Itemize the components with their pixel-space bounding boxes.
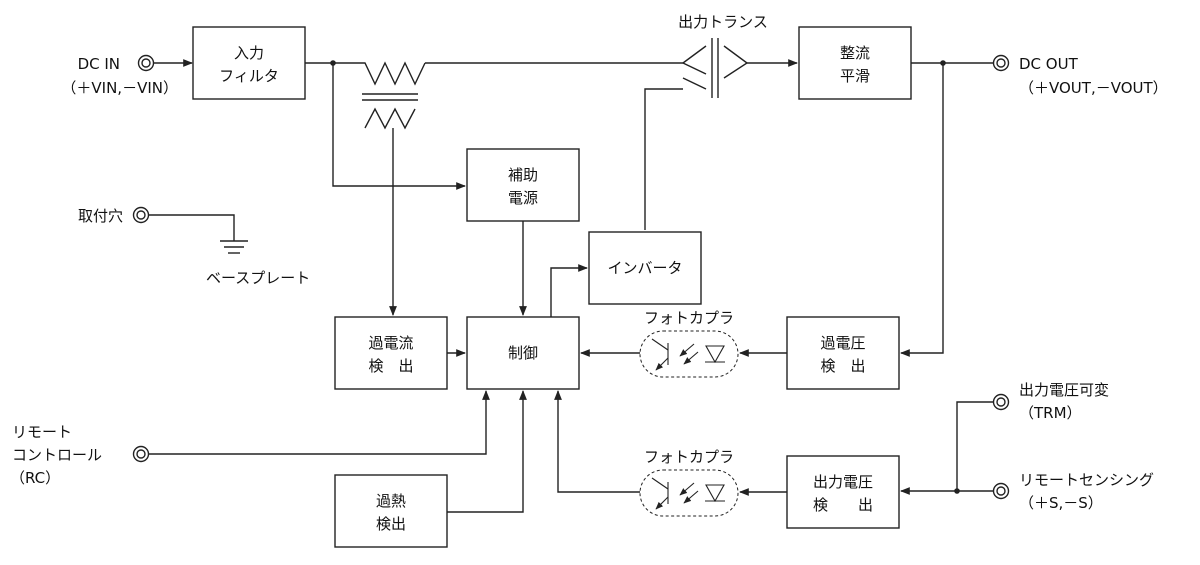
photocoupler-top-label: フォトカプラ [644,309,734,327]
wire-control-inverter [550,264,588,317]
output-voltage-detect-label-1: 出力電圧 [813,473,873,491]
remote-control-label-1: リモート [12,423,72,441]
trim-terminal [992,393,1010,411]
overcurrent-label-2: 検 出 [368,357,413,375]
input-filter-label-1: 入力 [234,44,264,62]
input-filter-block: 入力 フィルタ [192,26,306,100]
wire-trim [956,401,993,491]
wire-node-aux [332,63,466,190]
control-label: 制御 [508,344,538,362]
photocoupler-bottom-label: フォトカプラ [644,448,734,466]
mount-hole-label: 取付穴 [78,207,123,225]
remote-sense-terminal [992,482,1010,500]
output-transformer [425,38,749,98]
dc-in-label: DC IN [78,55,120,73]
overheat-label-2: 検出 [376,515,406,533]
output-transformer-label: 出力トランス [678,13,768,31]
photocoupler-bottom [639,469,739,517]
overcurrent-block: 過電流 検 出 [334,316,448,390]
aux-power-label-2: 電源 [508,189,538,207]
overheat-block: 過熱 検出 [334,474,448,548]
input-filter-label-2: フィルタ [219,67,279,85]
control-block: 制御 [466,316,580,390]
wire-pc2-control [554,390,640,493]
trim-label-1: 出力電圧可変 [1019,381,1109,399]
dc-out-terminal [992,54,1010,72]
wire-overheat-control [447,390,527,513]
dc-in-sub-label: （＋VIN,－VIN） [61,79,178,97]
overvoltage-block: 過電圧 検 出 [786,316,900,390]
current-sense-transformer [335,61,426,130]
inverter-block: インバータ [588,231,702,305]
remote-sense-label-1: リモートセンシング [1019,471,1154,489]
junction-dot-sense [954,488,960,494]
rectifier-block: 整流 平滑 [798,26,912,100]
aux-power-label-1: 補助 [508,166,538,184]
dc-out-sub-label: （＋VOUT,－VOUT） [1019,79,1168,97]
dc-in-terminal [137,54,155,72]
wire-rc-control [149,390,490,455]
wire-xfmr-inverter [644,88,683,230]
mount-hole-terminal [132,206,150,224]
remote-control-label-2: コントロール [12,446,102,464]
trim-label-2: （TRM） [1019,404,1082,422]
remote-control-terminal [132,445,150,463]
aux-power-block: 補助 電源 [466,148,580,222]
wire-out-overvoltage [900,63,944,357]
overvoltage-label-2: 検 出 [820,357,865,375]
photocoupler-top [639,330,739,378]
overheat-label-1: 過熱 [376,492,406,510]
remote-control-label-3: （RC） [10,469,60,487]
overvoltage-label-1: 過電圧 [820,334,865,352]
remote-sense-label-2: （＋S,－S） [1019,494,1103,512]
rectifier-label-1: 整流 [840,44,870,62]
rectifier-label-2: 平滑 [840,67,870,85]
overcurrent-label-1: 過電流 [368,334,413,352]
output-voltage-detect-label-2: 検 出 [813,496,873,514]
dc-out-label: DC OUT [1019,55,1079,73]
output-voltage-detect-block: 出力電圧 検 出 [786,455,900,529]
ground-symbol [149,214,248,254]
inverter-label: インバータ [607,259,682,277]
base-plate-label: ベースプレート [206,269,310,287]
